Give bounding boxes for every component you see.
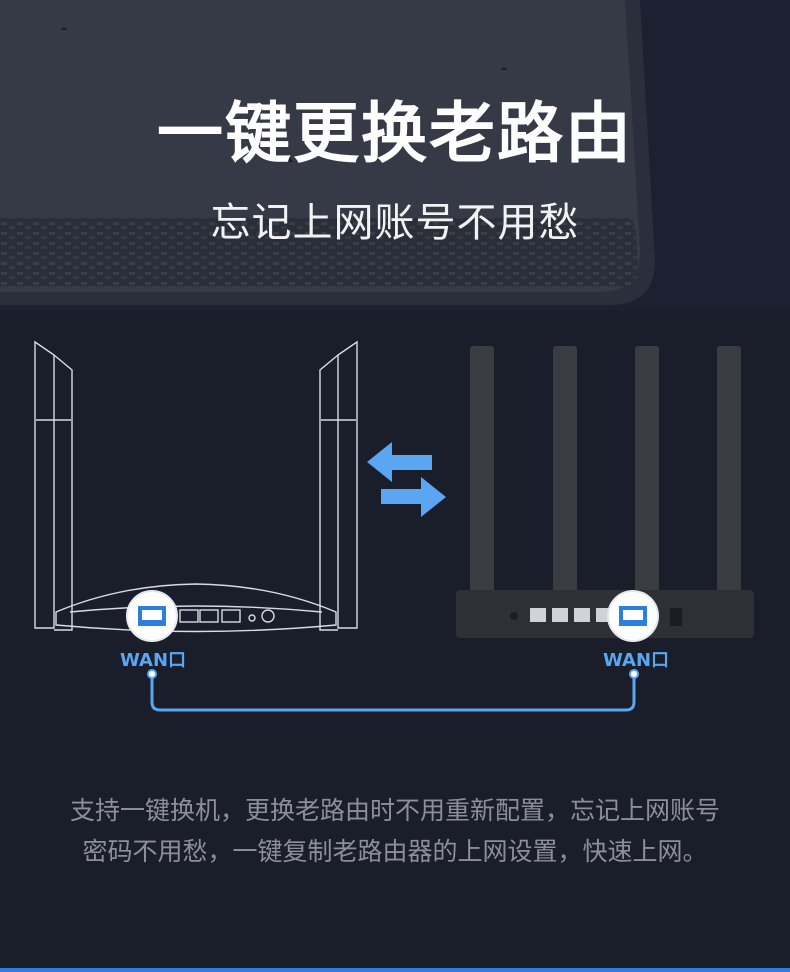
wan-label-right: WAN口 — [603, 650, 670, 671]
page-title: 一键更换老路由 — [157, 95, 633, 172]
bottom-accent-bar — [0, 968, 790, 972]
description-line-1: 支持一键换机，更换老路由时不用重新配置，忘记上网账号 — [69, 796, 720, 825]
old-router-outline — [34, 340, 358, 633]
description-line-2: 密码不用愁，一键复制老路由器的上网设置，快速上网。 — [82, 837, 708, 866]
cable-dot-right — [629, 669, 639, 679]
wan-port-icon-right — [607, 590, 659, 642]
hero-router-background: 一键更换老路由 忘记上网账号不用愁 — [0, 0, 790, 310]
router-top-illustration — [0, 0, 655, 305]
wan-label-left: WAN口 — [120, 650, 187, 671]
wan-cable-line — [150, 675, 636, 712]
description: 支持一键换机，更换老路由时不用重新配置，忘记上网账号 密码不用愁，一键复制老路由… — [0, 790, 790, 872]
page-subtitle: 忘记上网账号不用愁 — [210, 200, 580, 246]
cable-dot-left — [147, 669, 157, 679]
new-router — [456, 346, 754, 638]
wan-port-icon-left — [126, 590, 178, 642]
swap-arrows-icon — [367, 442, 446, 517]
